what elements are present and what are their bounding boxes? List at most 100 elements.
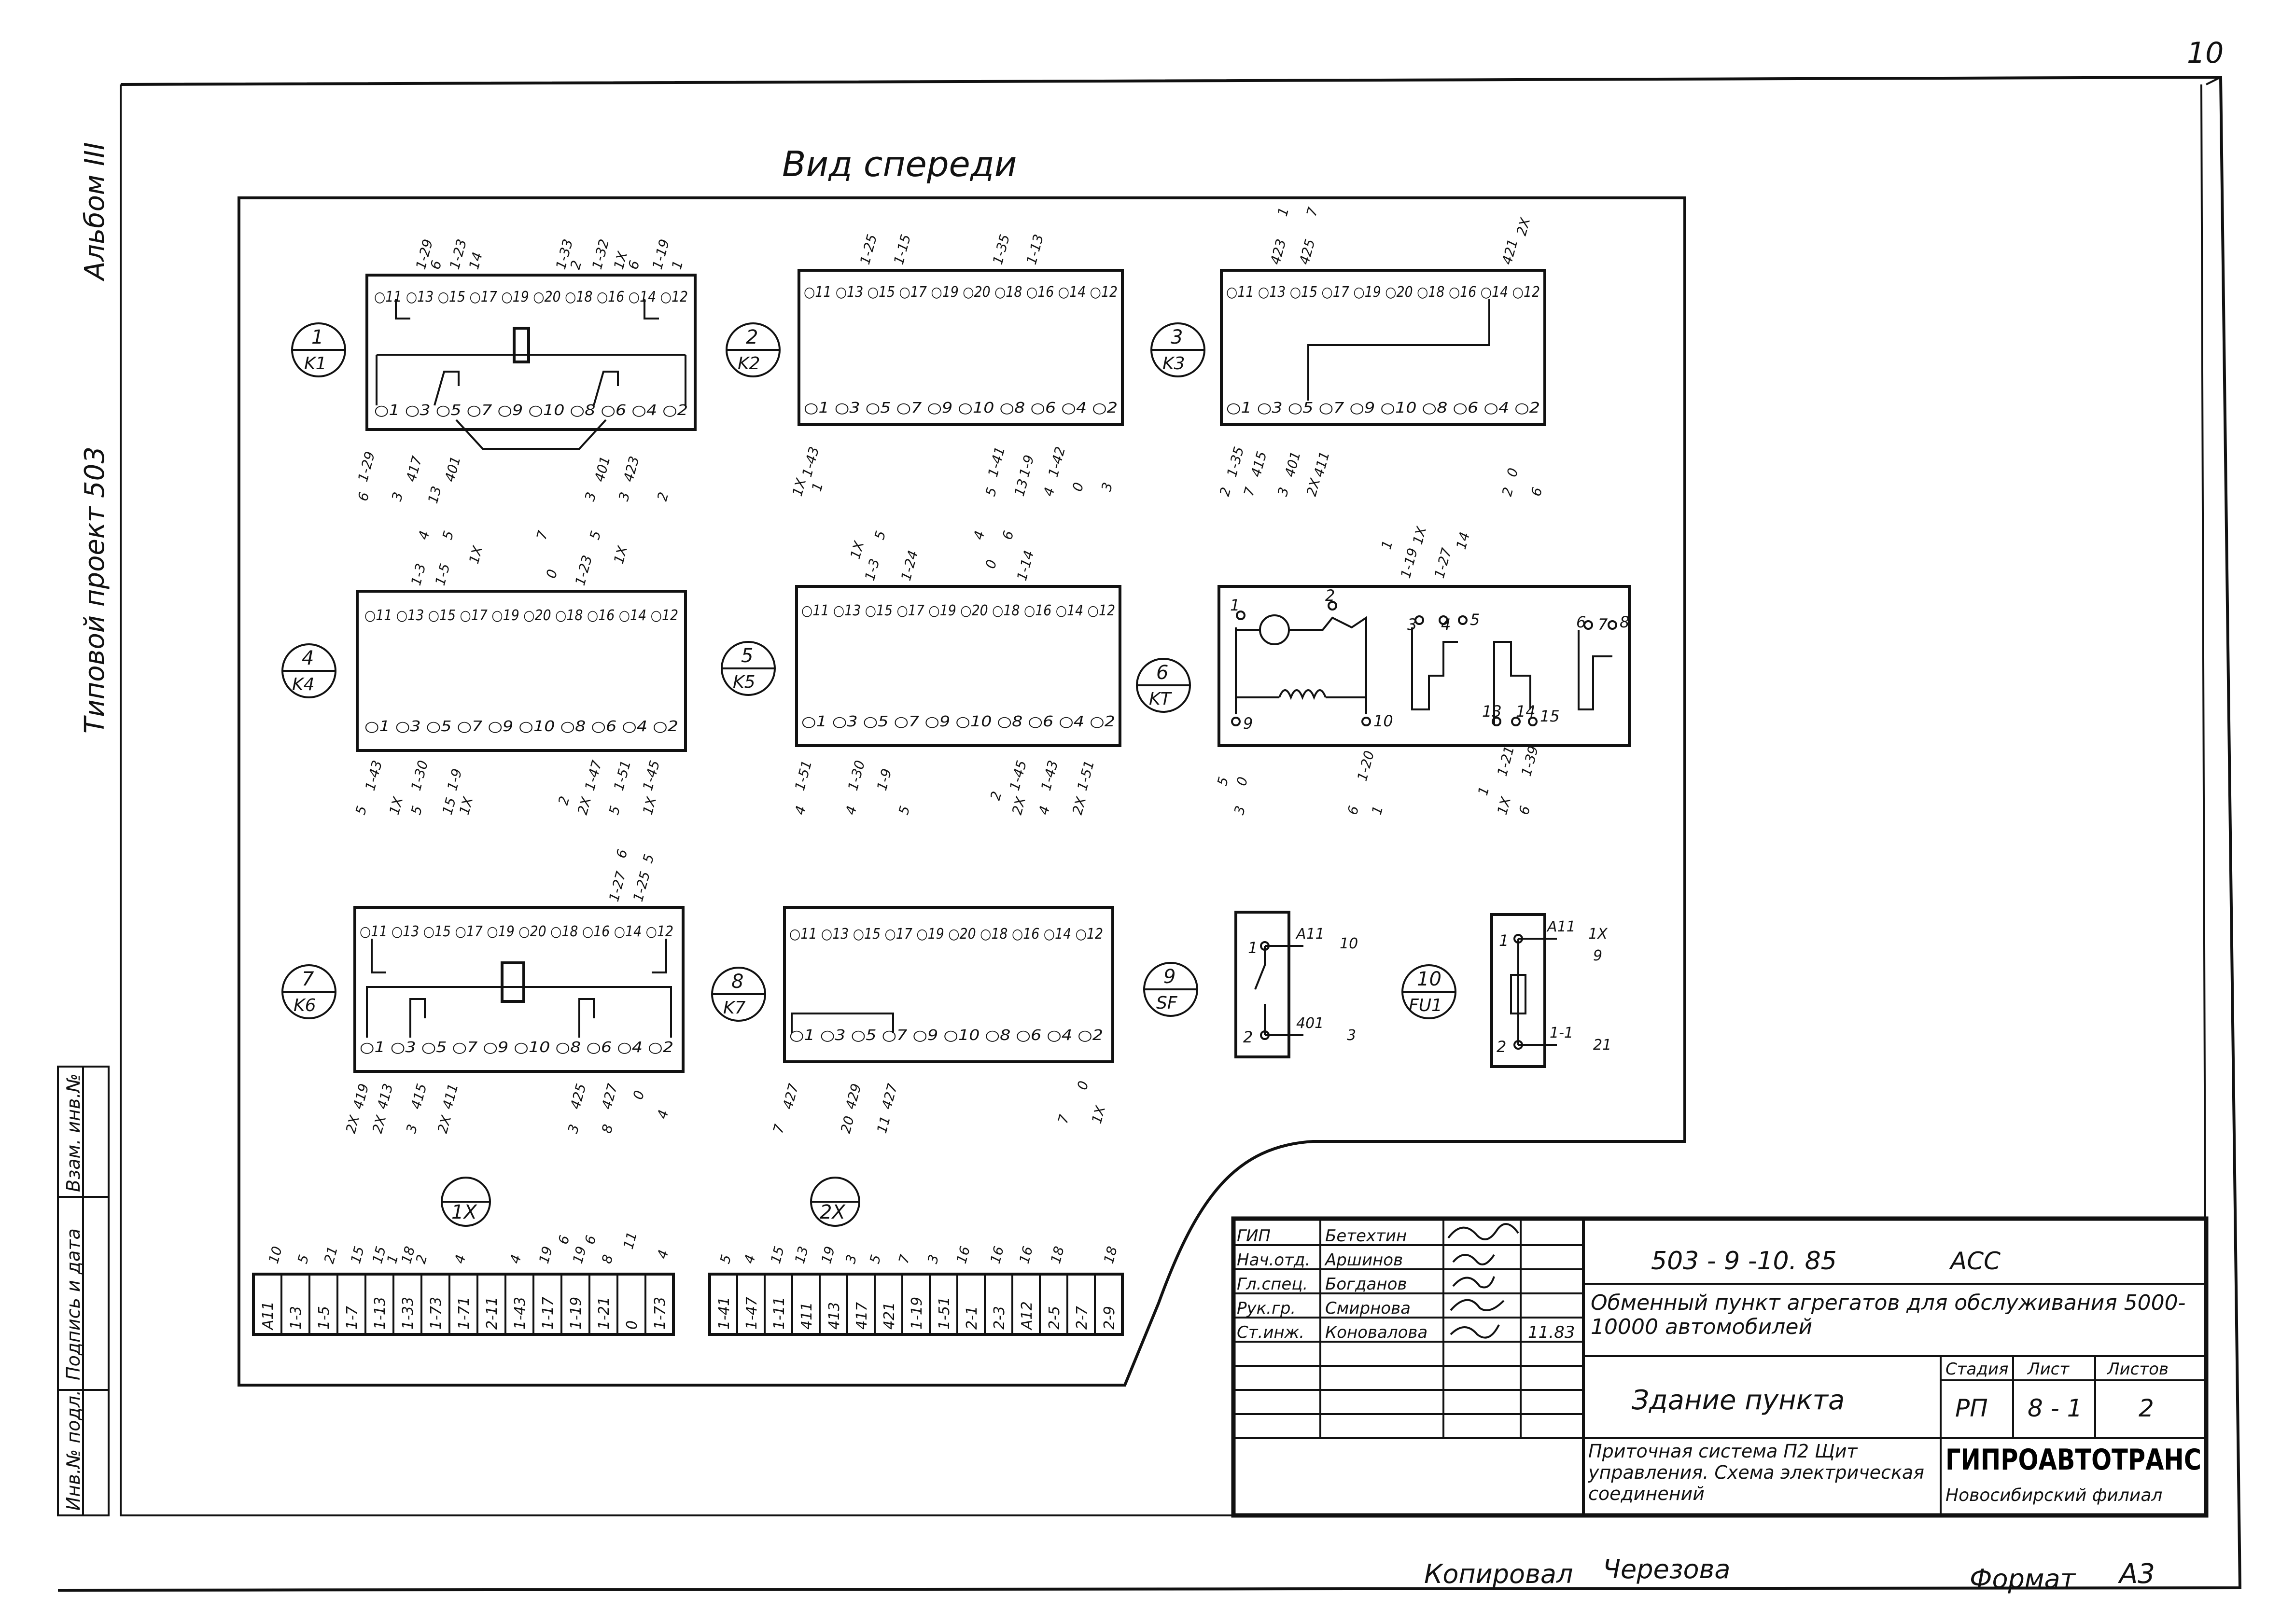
- d4-tw-8: 5: [587, 529, 604, 541]
- d3-tw-5: 2X: [1513, 216, 1534, 237]
- d1-tw-6: 1-32: [589, 237, 612, 271]
- doc-code: 503 - 9 -10. 85: [1651, 1247, 1837, 1276]
- d10-w-2: 9: [1593, 947, 1602, 964]
- d5-tw-7: 1-14: [1014, 549, 1037, 583]
- branch-name: Новосибирский филиал: [1945, 1485, 2162, 1505]
- d2-tw-0: 1-25: [857, 233, 880, 266]
- terminal-block-2x: 2X 1-41 1-47 1-11 411 413 417 421 1-19 1…: [708, 1177, 1124, 1336]
- device-1-bottom-terms: ○1 ○3 ○5 ○7 ○9 ○10 ○8 ○6 ○4 ○2: [374, 402, 688, 419]
- 2x-cell-8: 1-51: [936, 1297, 953, 1330]
- 1x-cell-14: 1-73: [652, 1297, 669, 1330]
- 2x-w-10: 16: [987, 1245, 1007, 1265]
- object-name: Обменный пункт агрегатов для обслуживани…: [1591, 1291, 2186, 1339]
- device-6-code: KT: [1149, 689, 1173, 709]
- d6-term-9: 9: [1243, 714, 1253, 733]
- 2x-w-2: 15: [768, 1245, 787, 1265]
- sig-name-0: Бетехтин: [1325, 1226, 1407, 1246]
- d3-bw-3: 7: [1241, 486, 1259, 498]
- d4-bw-1: 5: [352, 804, 370, 817]
- device-2-bottom-terms: ○1 ○3 ○5 ○7 ○9 ○10 ○8 ○6 ○4 ○2: [804, 400, 1118, 416]
- d4-bw-0: 1-43: [362, 759, 385, 792]
- d2-bw-2: 1: [809, 481, 826, 493]
- d5-tw-4: 4: [970, 529, 988, 541]
- device-1-code: K1: [304, 354, 327, 374]
- d2-tw-3: 1-13: [1023, 233, 1047, 266]
- album-label: Альбом III: [79, 142, 111, 282]
- d4-tw-3: 5: [439, 529, 457, 541]
- d5-bw-2: 1-30: [845, 759, 868, 792]
- d7-bw-8: 425: [567, 1082, 589, 1111]
- sheet-header: Лист: [2027, 1360, 2070, 1379]
- d6-term-1: 1: [1230, 596, 1240, 614]
- d1-bw-5: 13: [425, 485, 445, 505]
- device-5-code: K5: [733, 672, 756, 692]
- d6-bw-0: 5: [1214, 775, 1231, 788]
- d6-term-7: 7: [1598, 615, 1608, 634]
- device-10-code: FU1: [1409, 996, 1442, 1015]
- d1-bw-9: 3: [616, 490, 633, 503]
- d7-bw-2: 413: [374, 1082, 396, 1111]
- sig-role-2: Гл.спец.: [1237, 1275, 1308, 1294]
- sig-role-0: ГИП: [1237, 1226, 1271, 1246]
- d1-tw-8: 6: [625, 259, 643, 271]
- stamp-podpis: Подпись и дата: [63, 1228, 84, 1380]
- 1x-cell-13: 0: [624, 1320, 641, 1330]
- org-name: ГИПРОАВТОТРАНС: [1945, 1443, 2201, 1477]
- d7-bw-11: 8: [599, 1123, 616, 1135]
- 2x-w-7: 7: [896, 1253, 913, 1265]
- device-4-top-terms: ○11 ○13 ○15 ○17 ○19 ○20 ○18 ○16 ○14 ○12: [364, 607, 678, 624]
- d5-tw-3: 1-24: [898, 549, 921, 583]
- d6-tw-4: 14: [1453, 530, 1473, 551]
- svg-text:2: 2: [1243, 1028, 1253, 1046]
- d6-bw-4: 6: [1344, 804, 1362, 817]
- d2-tw-2: 1-35: [990, 233, 1013, 266]
- d3-bw-5: 3: [1274, 486, 1292, 498]
- 1x-cell-4: 1-13: [372, 1297, 389, 1330]
- 1x-w-12: 19: [570, 1245, 589, 1265]
- sheet-border: [57, 75, 2242, 1592]
- 2x-cell-10: 2-3: [991, 1306, 1008, 1330]
- d3-tw-0: 423: [1267, 237, 1289, 266]
- 1x-w-16: 4: [654, 1248, 672, 1261]
- d4-bw-8: 2: [555, 794, 573, 807]
- 1x-w-0: 10: [266, 1245, 285, 1265]
- device-5-top-terms: ○11 ○13 ○15 ○17 ○19 ○20 ○18 ○16 ○14 ○12: [801, 602, 1115, 619]
- d5-tw-2: 5: [871, 529, 889, 541]
- d4-tw-9: 1X: [611, 544, 631, 566]
- sig-name-1: Аршинов: [1324, 1250, 1403, 1270]
- 1x-w-13: 6: [582, 1234, 599, 1246]
- d5-bw-9: 1-43: [1038, 759, 1061, 792]
- d2-bw-0: 1-43: [799, 445, 822, 479]
- page-number: 10: [2187, 36, 2224, 70]
- d4-tw-5: 7: [533, 529, 551, 541]
- building-name: Здание пункта: [1632, 1385, 1845, 1416]
- 1x-cell-2: 1-5: [316, 1306, 333, 1330]
- d6-term-5: 5: [1470, 611, 1480, 629]
- 1x-w-3: 15: [348, 1245, 367, 1265]
- device-8: ○11 ○13 ○15 ○17 ○19 ○20 ○18 ○16 ○14 ○12 …: [711, 906, 1114, 1135]
- stamp-inv: Инв.№ подл.: [63, 1390, 84, 1511]
- d2-bw-5: 1-9: [1016, 453, 1037, 479]
- device-7-bottom-terms: ○1 ○3 ○5 ○7 ○9 ○10 ○8 ○6 ○4 ○2: [360, 1039, 673, 1056]
- 2x-cell-14: 2-9: [1101, 1306, 1118, 1330]
- device-2: ○11 ○13 ○15 ○17 ○19 ○20 ○18 ○16 ○14 ○12 …: [726, 233, 1124, 498]
- d4-tw-1: 4: [415, 529, 433, 541]
- d5-tw-5: 0: [982, 558, 1000, 570]
- d2-bw-4: 5: [982, 486, 1000, 498]
- 2x-w-13: 18: [1101, 1245, 1120, 1265]
- d6-bw-8: 1X: [1494, 795, 1514, 817]
- 2x-cell-0: 1-41: [716, 1297, 733, 1330]
- 2x-w-0: 5: [717, 1253, 734, 1265]
- d4-bw-10: 2X: [574, 795, 595, 817]
- device-8-top-terms: ○11 ○13 ○15 ○17 ○19 ○20 ○18 ○16 ○14 ○12: [789, 926, 1103, 943]
- 1x-cell-10: 1-17: [540, 1297, 557, 1330]
- d8-bw-0: 427: [780, 1082, 802, 1110]
- d7-tw-2: 1-25: [630, 870, 653, 903]
- 1x-w-14: 8: [599, 1253, 616, 1265]
- view-title: Вид спереди: [782, 144, 1017, 184]
- device-4-code: K4: [292, 675, 315, 694]
- sig-role-4: Ст.инж.: [1237, 1323, 1304, 1342]
- d3-bw-9: 2: [1499, 486, 1516, 498]
- 2x-w-6: 5: [867, 1253, 884, 1265]
